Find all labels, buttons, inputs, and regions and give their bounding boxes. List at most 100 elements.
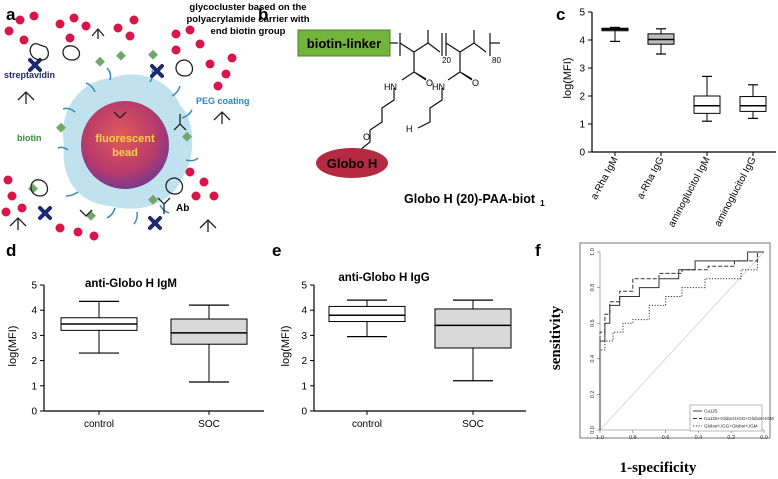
f-series-line-3 (599, 251, 764, 430)
c-y-tick-label: 0 (579, 148, 585, 159)
glycan-clusters (1, 11, 237, 241)
f-reference-line (599, 251, 765, 431)
f-legend-label: Ca125+GloboH.IGG+GloboH.IGM (704, 416, 774, 421)
repeat-count-2: 80 (492, 56, 501, 65)
panel-b-letter: b (258, 5, 268, 24)
peg-label: PEG coating (196, 96, 250, 106)
f-y-tick-label: 0.0 (590, 426, 596, 434)
c-box (693, 95, 721, 114)
d-y-tick-label: 5 (31, 281, 37, 292)
f-y-tick-label: 1.0 (590, 248, 596, 256)
globo-h-label: Globo H (327, 156, 378, 171)
c-y-tick-label: 3 (579, 64, 585, 75)
panel-d-plot: 0 1 2 3 4 5 control SOC (31, 281, 264, 430)
e-y-tick-label: 2 (301, 356, 307, 367)
f-y-tick-label: 0.8 (590, 284, 596, 292)
f-frame (579, 242, 771, 439)
panel-a-letter: a (6, 5, 16, 24)
panel-d-title: anti-Globo H IgM (85, 278, 177, 290)
panel-a-caption-line2: polyacrylamide carrier with (186, 14, 309, 25)
d-y-tick-label: 1 (31, 381, 37, 392)
panel-f-letter: f (535, 241, 541, 260)
c-box (739, 96, 767, 112)
panel-e: e anti-Globo H IgG log(MFI) 0 1 2 3 4 5 contro… (272, 241, 526, 430)
f-y-tick-label: 0.4 (590, 355, 596, 363)
panel-a-caption-line3: end biotin group (211, 26, 286, 37)
f-legend-label: Ca125 (704, 409, 718, 414)
bead-label-line1: fluorescent (95, 133, 155, 145)
f-y-tick-label: 0.2 (590, 391, 596, 399)
panel-f: f sensitivity 1-specificity 1.0 0.8 0.6 0.4… (535, 241, 774, 476)
e-x-tick-label: control (352, 419, 382, 430)
e-x-tick-label: SOC (462, 419, 484, 430)
e-y-tick-label: 1 (301, 381, 307, 392)
f-x-tick-label: 1.0 (596, 435, 604, 441)
panel-d-ylabel: log(MFI) (7, 326, 19, 367)
f-legend-box (689, 404, 763, 432)
carbonyl-o-1: O (426, 78, 433, 88)
f-series-line-1 (599, 251, 764, 430)
c-x-tick-label: a-Rha IgM (589, 155, 621, 201)
f-legend-label: GloboH.IGG+GloboH.IGM (704, 424, 758, 429)
e-y-tick-label: 4 (301, 306, 307, 317)
d-x-tick-label: control (84, 419, 114, 430)
panel-f-xlabel: 1-specificity (620, 460, 697, 476)
f-x-tick-label: 0.8 (629, 435, 637, 441)
globo-h-ellipse (316, 148, 388, 178)
f-y-tick-label: 0.6 (590, 319, 596, 327)
c-y-tick-label: 1 (579, 120, 585, 131)
panel-c-ylabel: log(MFI) (562, 58, 574, 99)
d-y-tick-label: 0 (31, 407, 37, 418)
streptavidin-label: streptavidin (4, 70, 55, 80)
d-y-tick-label: 4 (31, 306, 37, 317)
ether-o: O (363, 132, 370, 142)
e-y-tick-label: 0 (301, 407, 307, 418)
panel-f-ylabel: sensitivity (548, 305, 564, 370)
panel-e-ylabel: log(MFI) (280, 326, 292, 367)
panel-d-letter: d (6, 241, 16, 260)
c-x-tick-label: aminoglucitol IgG (713, 155, 759, 229)
c-y-tick-label: 4 (579, 36, 585, 47)
bead-label-line2: bead (112, 147, 138, 159)
panel-e-plot: 0 1 2 3 4 5 control SOC (301, 281, 526, 430)
c-y-tick-label: 5 (579, 8, 585, 19)
amide-nh-2: HN (432, 82, 445, 92)
panel-c-letter: c (556, 5, 565, 24)
panel-a-caption-line1: glycocluster based on the (189, 2, 306, 13)
f-x-tick-label: 0.2 (727, 435, 735, 441)
hydroxyl-h: H (406, 124, 413, 134)
d-x-tick-label: SOC (198, 419, 220, 430)
panel-e-title: anti-Globo H IgG (338, 272, 429, 284)
fluorescent-bead (81, 101, 169, 189)
c-x-tick-label: aminoglucitol IgM (666, 155, 712, 229)
repeat-count-1: 20 (442, 56, 451, 65)
f-series-line-2 (599, 251, 764, 430)
biotin-label: biotin (17, 133, 42, 143)
panel-b: b biotin-linker 20 80 HN HN (258, 5, 545, 208)
polymer-structure (359, 30, 500, 151)
biotin-linker-label: biotin-linker (307, 36, 381, 51)
d-y-tick-label: 2 (31, 356, 37, 367)
compound-subscript: 1 (540, 198, 545, 208)
carbonyl-o-2: O (472, 78, 479, 88)
antibody-label: Ab (176, 203, 189, 214)
d-y-tick-label: 3 (31, 331, 37, 342)
e-y-tick-label: 3 (301, 331, 307, 342)
c-y-tick-label: 2 (579, 92, 585, 103)
d-box (170, 318, 248, 345)
f-x-tick-label: 0.0 (760, 435, 768, 441)
compound-name: Globo H (20)-PAA-biot (404, 192, 536, 206)
e-box (434, 308, 512, 349)
f-x-tick-label: 0.6 (662, 435, 670, 441)
e-box (328, 305, 406, 323)
e-y-tick-label: 5 (301, 281, 307, 292)
panel-a: a glycocluster based on the polyacrylami… (1, 2, 310, 241)
panel-e-letter: e (272, 241, 281, 260)
panel-d: d anti-Globo H IgM log(MFI) 0 1 2 3 4 5 contro… (6, 241, 264, 430)
biotin-linker-box (297, 29, 391, 57)
streptavidin-markers (28, 58, 164, 230)
